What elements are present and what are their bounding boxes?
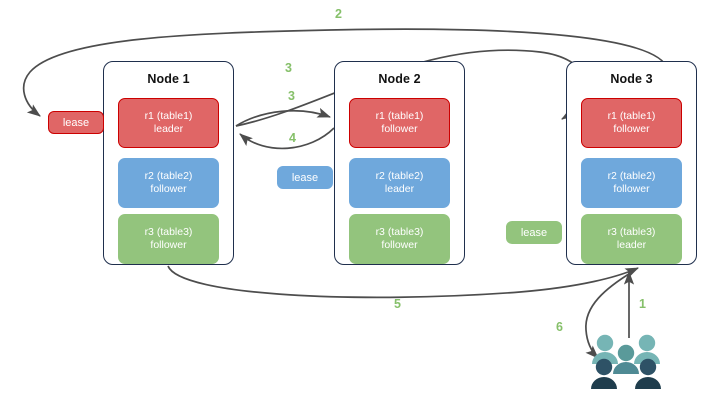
edge-label-3-upper: 3 [285,61,292,75]
node-1-replica-r3-name: r3 (table3) [144,226,193,238]
node-2-replica-r3-role: follower [381,239,418,251]
node-2-title: Node 2 [378,72,421,86]
edge-5-path [167,265,639,299]
node-3-replica-r3[interactable]: r3 (table3) leader [581,214,682,264]
node-2-replica-r1-name: r1 (table1) [375,110,424,122]
node-1-title: Node 1 [147,72,190,86]
node-2-replica-r3-name: r3 (table3) [375,226,424,238]
node-2-replica-r3[interactable]: r3 (table3) follower [349,214,450,264]
edge-3-lower-path [235,107,331,127]
edge-label-1: 1 [639,297,646,311]
node-3-title: Node 3 [610,72,653,86]
node-1-replica-r1[interactable]: r1 (table1) leader [118,98,219,148]
node-1-replica-r3[interactable]: r3 (table3) follower [118,214,219,264]
node-3-container[interactable]: Node 3 r1 (table1) follower r2 (table2) … [566,61,697,265]
node-3-replica-r1-role: follower [613,123,650,135]
node-1-replica-r3-role: follower [150,239,187,251]
node-3-replica-r2-role: follower [613,183,650,195]
node-1-replica-r2-name: r2 (table2) [144,170,193,182]
node-3-replica-r2-name: r2 (table2) [607,170,656,182]
node-2-replica-r2-name: r2 (table2) [375,170,424,182]
node-1-replica-r1-name: r1 (table1) [144,110,193,122]
edge-label-2: 2 [335,7,342,21]
node-3-replica-r1[interactable]: r1 (table1) follower [581,98,682,148]
node-2-replica-r2-role: leader [384,183,415,195]
node-2-replica-r2[interactable]: r2 (table2) leader [349,158,450,208]
node-1-replica-r2[interactable]: r2 (table2) follower [118,158,219,208]
node-1-container[interactable]: Node 1 r1 (table1) leader r2 (table2) fo… [103,61,234,265]
lease-token-r2[interactable]: lease [277,166,333,189]
edge-label-3-lower: 3 [288,89,295,103]
edge-4-path [239,127,335,150]
node-3-replica-r2[interactable]: r2 (table2) follower [581,158,682,208]
node-2-container[interactable]: Node 2 r1 (table1) follower r2 (table2) … [334,61,465,265]
lease-token-r3[interactable]: lease [506,221,562,244]
edge-label-4: 4 [289,131,296,145]
node-2-replica-r1[interactable]: r1 (table1) follower [349,98,450,148]
lease-token-r1[interactable]: lease [48,111,104,134]
users-group-icon [591,334,661,389]
node-1-replica-r1-role: leader [153,123,184,135]
edge-label-5: 5 [394,297,401,311]
node-3-replica-r1-name: r1 (table1) [607,110,656,122]
node-1-replica-r2-role: follower [150,183,187,195]
edge-label-6: 6 [556,320,563,334]
node-2-replica-r1-role: follower [381,123,418,135]
node-3-replica-r3-role: leader [616,239,647,251]
node-3-replica-r3-name: r3 (table3) [607,226,656,238]
